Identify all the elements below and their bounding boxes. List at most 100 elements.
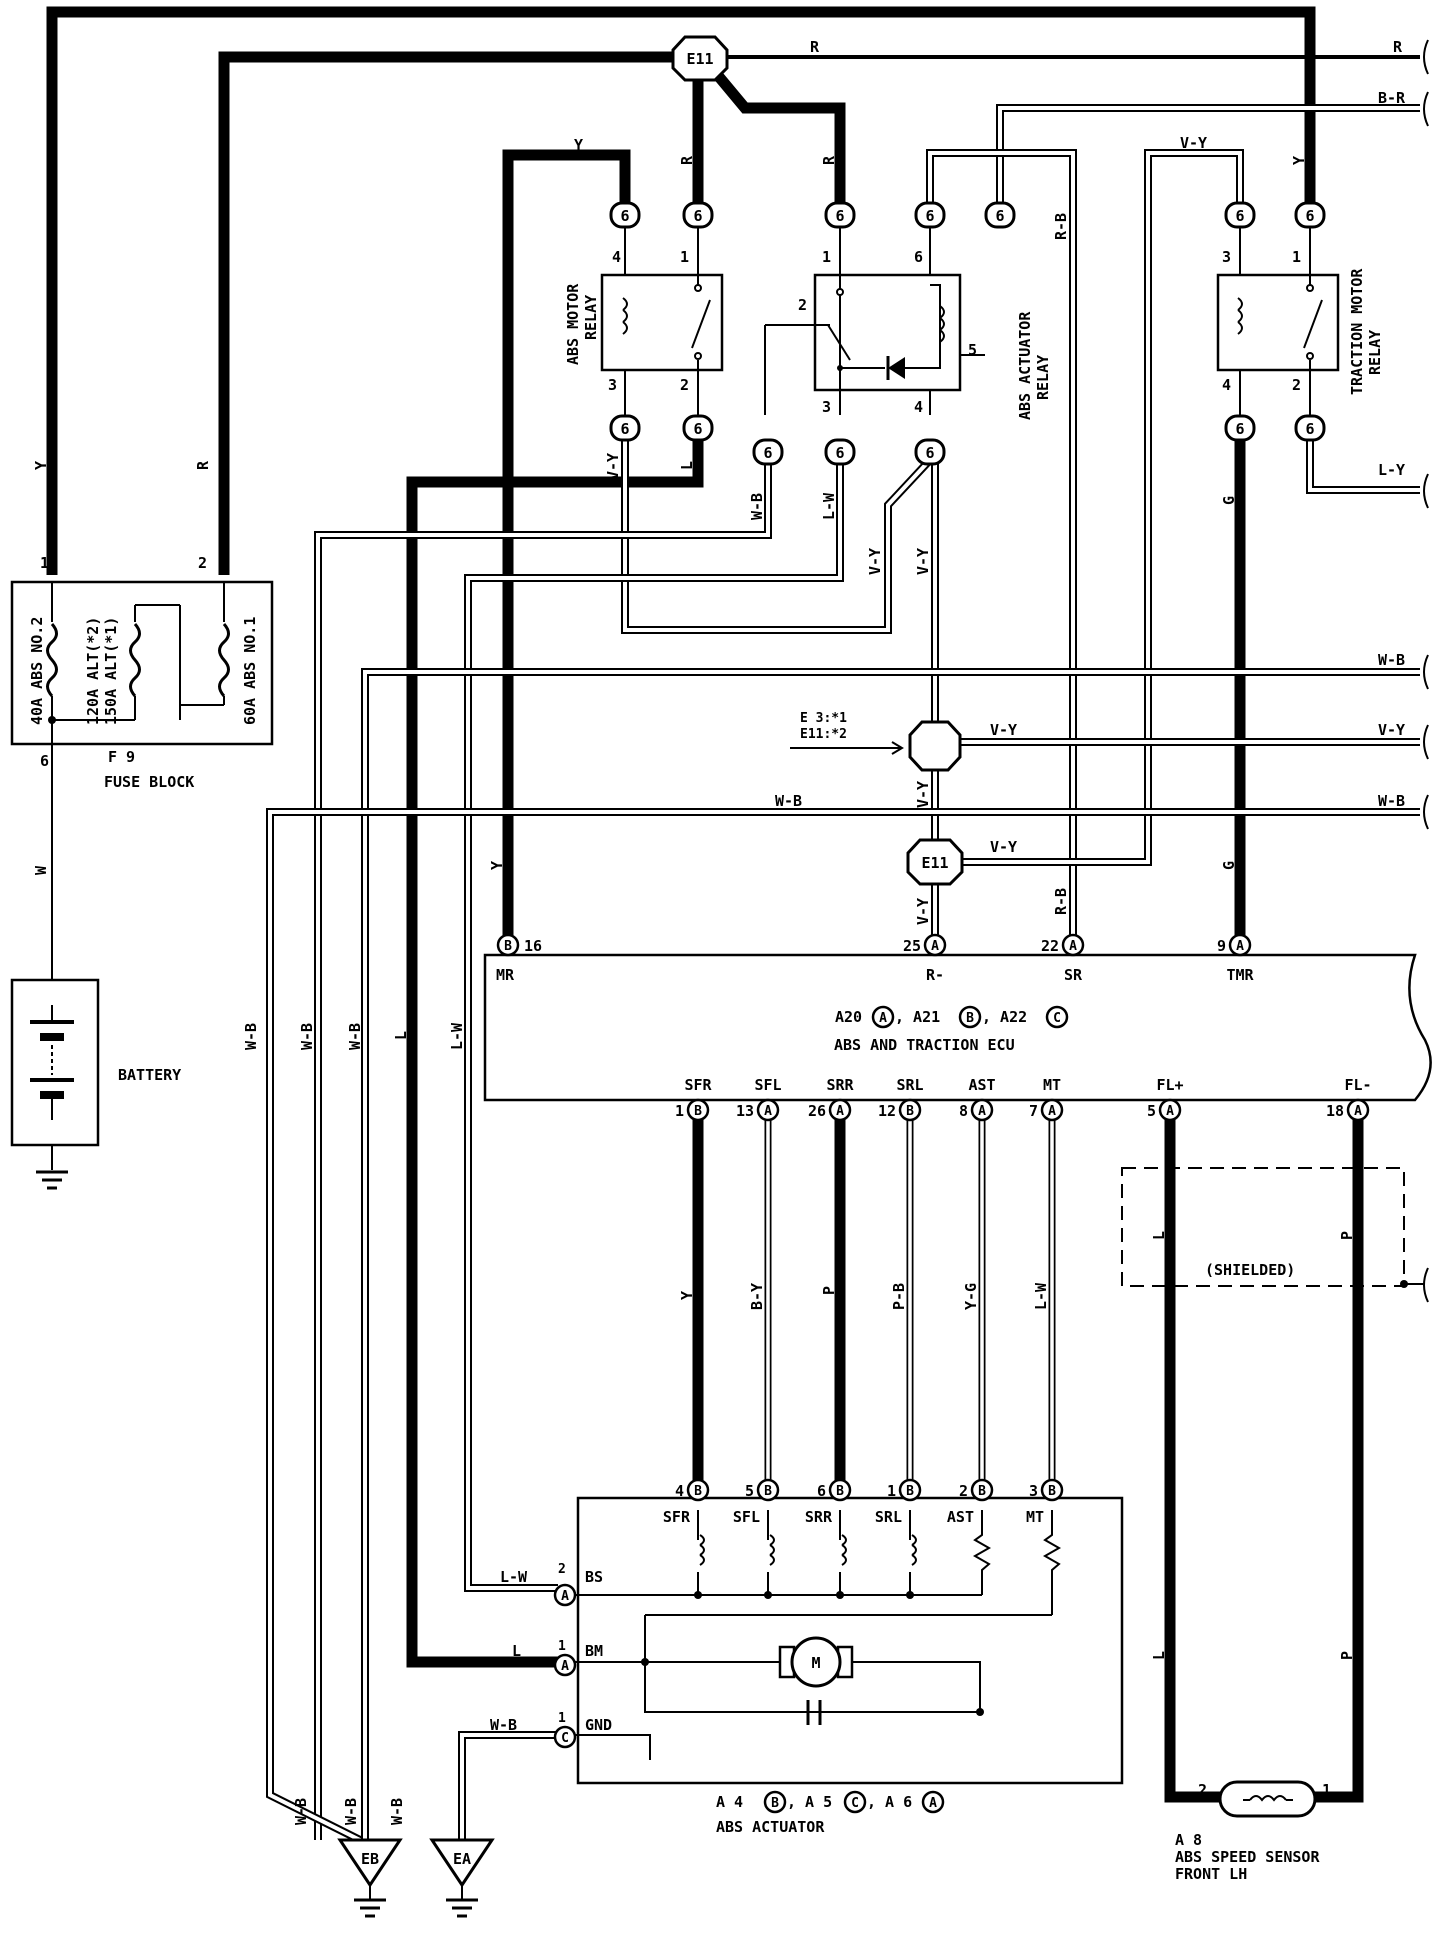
battery-label: BATTERY — [118, 1066, 181, 1084]
svg-text:L-Y: L-Y — [1378, 461, 1405, 479]
svg-text:(SHIELDED): (SHIELDED) — [1205, 1261, 1295, 1279]
svg-text:3: 3 — [1029, 1482, 1038, 1500]
svg-text:2: 2 — [1292, 376, 1301, 394]
svg-text:RELAY: RELAY — [1366, 330, 1384, 375]
svg-text:B: B — [836, 1484, 844, 1499]
actuator-gnd-pin: 1 C GND — [553, 1711, 612, 1749]
svg-text:P: P — [1338, 1231, 1356, 1240]
svg-text:L-W: L-W — [1032, 1282, 1050, 1310]
svg-text:G: G — [1220, 496, 1238, 505]
svg-text:SRL: SRL — [875, 1508, 902, 1526]
svg-text:12: 12 — [878, 1102, 896, 1120]
svg-text:18: 18 — [1326, 1102, 1344, 1120]
svg-text:BM: BM — [585, 1642, 603, 1660]
svg-text:W-B: W-B — [292, 1798, 310, 1825]
svg-text:BS: BS — [585, 1568, 603, 1586]
fuse-label-abs2: 40A ABS NO.2 — [28, 617, 46, 725]
svg-text:V-Y: V-Y — [914, 781, 932, 808]
svg-text:1: 1 — [887, 1482, 896, 1500]
svg-text:V-Y: V-Y — [990, 721, 1017, 739]
svg-text:SFR: SFR — [684, 1076, 712, 1094]
svg-text:W-B: W-B — [1378, 792, 1405, 810]
svg-text:M: M — [811, 1654, 820, 1672]
svg-text:W-B: W-B — [775, 792, 802, 810]
svg-text:W-B: W-B — [242, 1023, 260, 1050]
ecu-bottom-pins: SFRB1SFLA13SRRA26SRLB12ASTA8MTA7FL+A5FL-… — [675, 1076, 1372, 1122]
svg-text:R: R — [1393, 38, 1403, 56]
svg-text:SRR: SRR — [805, 1508, 833, 1526]
shielded-box: (SHIELDED) — [1121, 1167, 1425, 1288]
svg-text:22: 22 — [1041, 937, 1059, 955]
svg-text:7: 7 — [1029, 1102, 1038, 1120]
svg-text:FRONT LH: FRONT LH — [1175, 1865, 1247, 1883]
svg-text:Y-G: Y-G — [962, 1283, 980, 1310]
svg-text:A: A — [978, 1104, 986, 1119]
svg-text:B-R: B-R — [1378, 89, 1406, 107]
svg-text:P: P — [820, 1286, 838, 1295]
svg-text:P: P — [1338, 1651, 1356, 1660]
svg-text:W-B: W-B — [748, 493, 766, 520]
svg-text:A: A — [1166, 1104, 1174, 1119]
svg-text:5: 5 — [1147, 1102, 1156, 1120]
svg-text:9: 9 — [1217, 937, 1226, 955]
svg-text:4: 4 — [1222, 376, 1231, 394]
svg-text:6: 6 — [817, 1482, 826, 1500]
svg-text:AST: AST — [947, 1508, 974, 1526]
fuse-label-alt-b: 150A ALT(*1) — [102, 617, 120, 725]
ground-eb: EB — [337, 1838, 403, 1918]
svg-text:B: B — [906, 1104, 914, 1119]
svg-text:ABS SPEED SENSOR: ABS SPEED SENSOR — [1175, 1848, 1320, 1866]
pump-motor-icon: M — [778, 1636, 854, 1688]
svg-text:W-B: W-B — [388, 1798, 406, 1825]
svg-text:B: B — [906, 1484, 914, 1499]
svg-text:A 4: A 4 — [716, 1793, 743, 1811]
junction-note-2: E11:*2 — [800, 727, 847, 742]
svg-text:1: 1 — [1322, 1781, 1331, 1799]
svg-text:L-W: L-W — [820, 492, 838, 520]
svg-text:RELAY: RELAY — [582, 295, 600, 340]
svg-text:A: A — [931, 939, 939, 954]
svg-text:L: L — [392, 1031, 410, 1040]
svg-text:SFR: SFR — [663, 1508, 691, 1526]
svg-text:L-W: L-W — [500, 1568, 528, 1586]
svg-text:, A 5: , A 5 — [787, 1793, 832, 1811]
svg-text:L: L — [512, 1642, 521, 1660]
svg-text:V-Y: V-Y — [1180, 134, 1207, 152]
junction-note-1: E 3:*1 — [800, 711, 847, 726]
svg-text:B: B — [694, 1484, 702, 1499]
svg-text:TMR: TMR — [1226, 966, 1254, 984]
svg-text:R-B: R-B — [1052, 888, 1070, 915]
svg-text:1: 1 — [1292, 248, 1301, 266]
wiring — [46, 6, 1420, 1844]
svg-text:E11: E11 — [686, 50, 713, 68]
svg-text:V-Y: V-Y — [914, 548, 932, 575]
fuse-block: 11 2 6 40A ABS NO.2 120A ALT(*2) 150A AL… — [10, 554, 274, 791]
svg-text:A: A — [929, 1796, 937, 1811]
svg-text:2: 2 — [1198, 1781, 1207, 1799]
svg-text:EB: EB — [361, 1850, 379, 1868]
svg-text:8: 8 — [959, 1102, 968, 1120]
svg-text:SRR: SRR — [826, 1076, 854, 1094]
svg-text:3: 3 — [608, 376, 617, 394]
svg-text:L-W: L-W — [448, 1022, 466, 1050]
junction-e3 — [908, 720, 962, 772]
svg-text:B: B — [978, 1484, 986, 1499]
svg-text:B-Y: B-Y — [748, 1283, 766, 1310]
svg-text:B: B — [764, 1484, 772, 1499]
svg-text:E11: E11 — [921, 854, 948, 872]
svg-text:1: 1 — [675, 1102, 684, 1120]
actuator-ref: A 4 B , A 5 C , A 6 A ABS ACTUATOR — [716, 1790, 945, 1836]
svg-text:FL-: FL- — [1344, 1076, 1371, 1094]
svg-text:A: A — [561, 1659, 569, 1674]
svg-text:V-Y: V-Y — [914, 898, 932, 925]
svg-text:A: A — [879, 1011, 887, 1026]
svg-text:B: B — [1048, 1484, 1056, 1499]
